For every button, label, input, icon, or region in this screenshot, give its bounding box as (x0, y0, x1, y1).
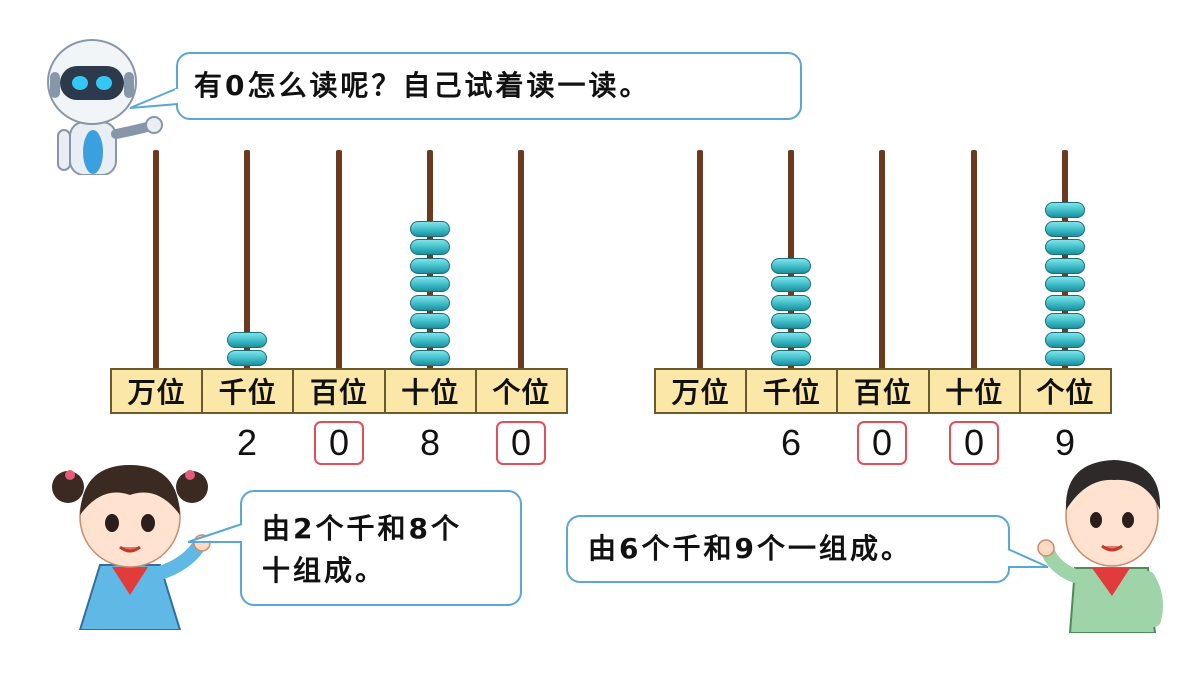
rod-left-ge (518, 150, 524, 370)
girl-speech-line2: 十组成。 (262, 554, 387, 587)
boy-character (1037, 460, 1163, 633)
girl-speech-bubble: 由2个千和8个 十组成。 (240, 490, 522, 606)
place-value-labels-left: 万位 千位 百位 十位 个位 (110, 368, 568, 414)
bead-right-4-4 (1045, 276, 1085, 292)
digit-left-ge: 0 (496, 421, 546, 465)
rod-left-wan (153, 150, 159, 370)
label-ge: 个位 (1036, 376, 1095, 409)
bead-left-3-3 (410, 294, 450, 311)
digit-right-ge: 9 (1054, 422, 1076, 463)
label-shi: 十位 (930, 370, 1021, 412)
bead-left-3-7 (410, 220, 450, 237)
girl-bubble-tail (187, 523, 244, 543)
bead-right-4-0 (1045, 350, 1085, 366)
robot-character (47, 39, 163, 175)
bead-right-1-2 (771, 313, 811, 329)
bead-left-1-1 (227, 331, 267, 348)
label-wan: 万位 (656, 370, 748, 412)
label-shi: 十位 (386, 370, 477, 412)
digit-right-qian: 6 (780, 422, 802, 463)
bead-right-4-7 (1045, 220, 1085, 237)
label-bai: 百位 (838, 370, 930, 412)
boy-speech-text: 由6个千和9个一组成。 (588, 532, 912, 565)
bead-right-4-2 (1045, 313, 1085, 329)
label-wan: 万位 (112, 370, 204, 412)
boy-bubble-tail (1006, 548, 1049, 568)
bead-left-3-6 (410, 239, 450, 255)
label-qian: 千位 (203, 370, 295, 412)
digit-left-bai: 0 (314, 421, 364, 465)
bead-right-4-1 (1045, 331, 1085, 348)
bead-right-4-6 (1045, 239, 1085, 255)
bead-left-3-0 (410, 350, 450, 366)
robot-bubble-tail (129, 87, 180, 109)
bead-right-1-5 (771, 257, 811, 274)
label-ge: 个位 (492, 376, 551, 409)
girl-speech-line1: 由2个千和8个 (262, 512, 462, 545)
robot-speech-bubble: 有0怎么读呢？自己试着读一读。 (176, 52, 802, 120)
digit-right-shi: 0 (949, 421, 999, 465)
bead-left-1-0 (227, 350, 267, 366)
girl-character (52, 465, 211, 630)
rod-left-qian (244, 150, 250, 370)
bead-right-1-0 (771, 350, 811, 366)
boy-speech-bubble: 由6个千和9个一组成。 (566, 515, 1010, 583)
bead-left-3-5 (410, 257, 450, 274)
bead-left-3-4 (410, 276, 450, 292)
bead-right-1-4 (771, 276, 811, 292)
bead-right-4-3 (1045, 294, 1085, 311)
bead-right-1-1 (771, 331, 811, 348)
bead-right-1-3 (771, 294, 811, 311)
digit-left-qian: 2 (236, 422, 258, 463)
rod-right-wan (697, 150, 703, 370)
rod-right-shi (971, 150, 977, 370)
bead-right-4-5 (1045, 257, 1085, 274)
place-value-labels-right: 万位 千位 百位 十位 个位 (654, 368, 1112, 414)
robot-speech-text: 有0怎么读呢？自己试着读一读。 (194, 69, 651, 102)
label-qian: 千位 (747, 370, 839, 412)
rod-right-bai (879, 150, 885, 370)
bead-left-3-1 (410, 331, 450, 348)
bead-left-3-2 (410, 313, 450, 329)
bead-right-4-8 (1045, 202, 1085, 218)
rod-left-bai (336, 150, 342, 370)
digit-left-shi: 8 (419, 422, 441, 463)
digit-right-bai: 0 (857, 421, 907, 465)
label-bai: 百位 (294, 370, 386, 412)
